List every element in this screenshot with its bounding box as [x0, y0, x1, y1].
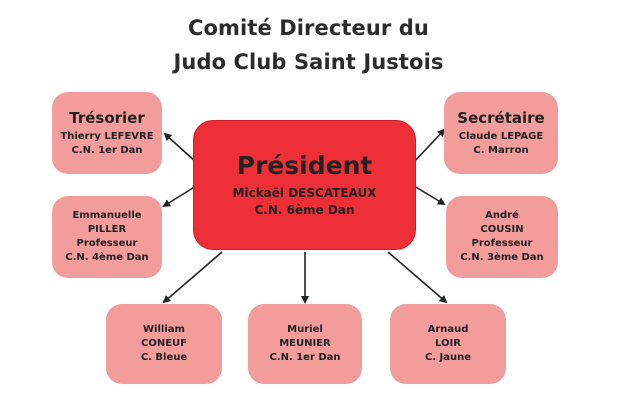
- arrow-to-secretaire: [413, 128, 446, 163]
- chart-title-line-2: Judo Club Saint Justois: [173, 50, 444, 74]
- secretaire-role: Secrétaire: [457, 109, 545, 127]
- member-last-name: CONEUF: [141, 338, 187, 349]
- member-first-name: Arnaud: [427, 324, 469, 335]
- node-member-muriel: Muriel MEUNIER C.N. 1er Dan: [248, 304, 362, 384]
- node-member-william: William CONEUF C. Bleue: [106, 304, 222, 384]
- secretaire-name: Claude LEPAGE: [458, 131, 544, 142]
- member-grade: C.N. 3ème Dan: [460, 252, 544, 263]
- president-role: Président: [236, 151, 373, 180]
- member-first-name: William: [143, 324, 185, 335]
- arrow-to-arnaud: [387, 251, 448, 304]
- member-last-name: COUSIN: [480, 224, 524, 235]
- node-president: Président Mickaël DESCATEAUX C.N. 6ème D…: [193, 120, 416, 250]
- node-member-andre: André COUSIN Professeur C.N. 3ème Dan: [446, 196, 558, 278]
- member-first-name: André: [485, 210, 519, 221]
- member-last-name: LOIR: [435, 338, 461, 349]
- arrow-to-andre: [413, 185, 446, 206]
- member-grade: C. Bleue: [140, 352, 188, 363]
- tresorier-grade: C.N. 1er Dan: [71, 145, 143, 156]
- node-secretaire: Secrétaire Claude LEPAGE C. Marron: [444, 92, 558, 174]
- member-last-name: PILLER: [87, 224, 127, 235]
- tresorier-role: Trésorier: [69, 109, 145, 127]
- member-first-name: Emmanuelle: [72, 210, 142, 221]
- arrow-to-william: [162, 251, 223, 304]
- chart-title-line-1: Comité Directeur du: [188, 16, 429, 40]
- member-grade: C.N. 1er Dan: [269, 352, 341, 363]
- member-grade: C. Jaune: [424, 352, 472, 363]
- node-member-emmanuelle: Emmanuelle PILLER Professeur C.N. 4ème D…: [52, 196, 162, 278]
- node-tresorier: Trésorier Thierry LEFEVRE C.N. 1er Dan: [52, 92, 162, 174]
- member-last-name: MEUNIER: [279, 338, 331, 349]
- tresorier-name: Thierry LEFEVRE: [60, 131, 154, 142]
- member-first-name: Muriel: [287, 324, 323, 335]
- arrow-to-tresorier: [163, 132, 197, 163]
- president-grade: C.N. 6ème Dan: [254, 203, 355, 217]
- arrow-to-emmanuelle: [162, 185, 197, 208]
- node-member-arnaud: Arnaud LOIR C. Jaune: [390, 304, 506, 384]
- member-grade: C.N. 4ème Dan: [65, 252, 149, 263]
- secretaire-grade: C. Marron: [473, 145, 529, 156]
- member-position: Professeur: [76, 238, 138, 249]
- member-position: Professeur: [471, 238, 533, 249]
- president-name: Mickaël DESCATEAUX: [232, 186, 377, 200]
